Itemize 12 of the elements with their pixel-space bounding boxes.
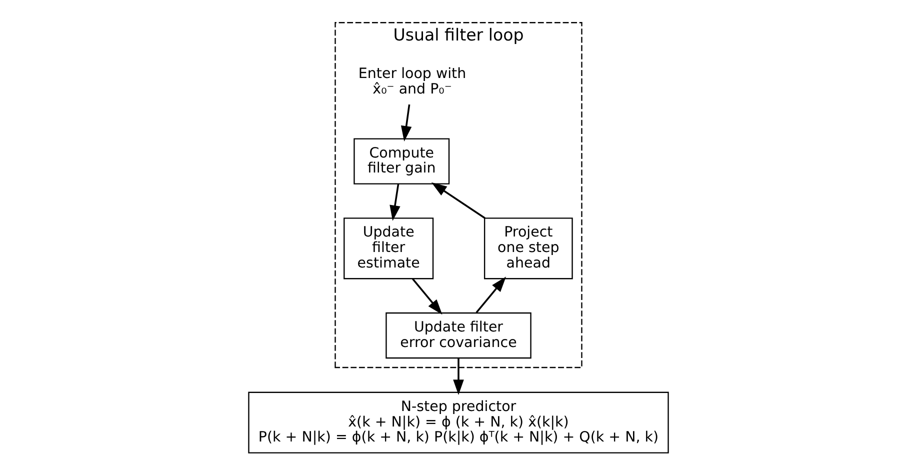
node-text: Enter loop with x̂₀⁻ and P₀⁻ — [358, 66, 466, 98]
arrow — [389, 184, 400, 221]
arrow — [411, 278, 442, 315]
arrow — [475, 276, 506, 314]
arrow — [430, 182, 485, 219]
node-box: Project one step ahead — [483, 218, 572, 280]
node-box: Compute filter gain — [353, 138, 450, 184]
node-box: Update filter error covariance — [385, 312, 531, 359]
arrow — [400, 104, 412, 142]
arrow — [452, 358, 464, 396]
node-box: N-step predictor x̂(k + N|k) = ϕ (k + N, k) x̂(k|k) P(k + N|k) = ϕ(k + N, k) P(k|k) ϕᵀ(k + N|k) + Q(k + N, k) — [248, 392, 668, 454]
node-box: Update filter estimate — [343, 218, 434, 280]
